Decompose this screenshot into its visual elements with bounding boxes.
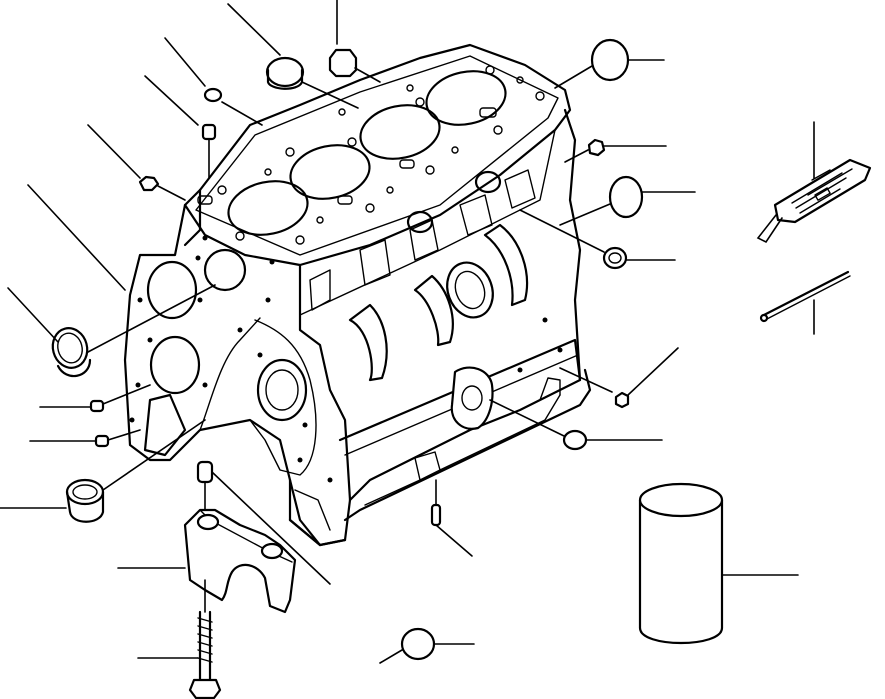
main-bearing-cap [117,508,297,614]
plug-right-3 [559,347,679,409]
dowel-pin-front-1 [39,384,151,413]
expansion-plug-bottom [379,627,475,664]
bearing-cap-dowel [196,460,331,585]
camshaft-bushing-plug [7,284,216,377]
plug-right-2 [519,209,676,270]
leader-block-left [27,184,126,291]
drive-screws [759,270,851,335]
expansion-plug-right [559,175,696,226]
dowel-pin-bottom [430,479,473,557]
main-bearing-bolt [137,579,222,699]
small-plug-left-1 [164,37,263,126]
dowel-pin-front-2 [29,429,141,448]
expansion-plug-top-right [554,38,665,89]
plug-right-1 [564,138,667,163]
plug-right-4 [489,399,663,451]
dowel-pin-left [144,75,217,179]
threaded-plug-top [328,0,381,83]
expansion-plug-top-left [227,3,359,109]
cylinder-liner [638,482,799,645]
hex-plug-left [87,124,186,201]
name-plate [756,121,872,244]
cylinder-block [123,43,592,547]
front-bearing-bushing [0,419,206,523]
